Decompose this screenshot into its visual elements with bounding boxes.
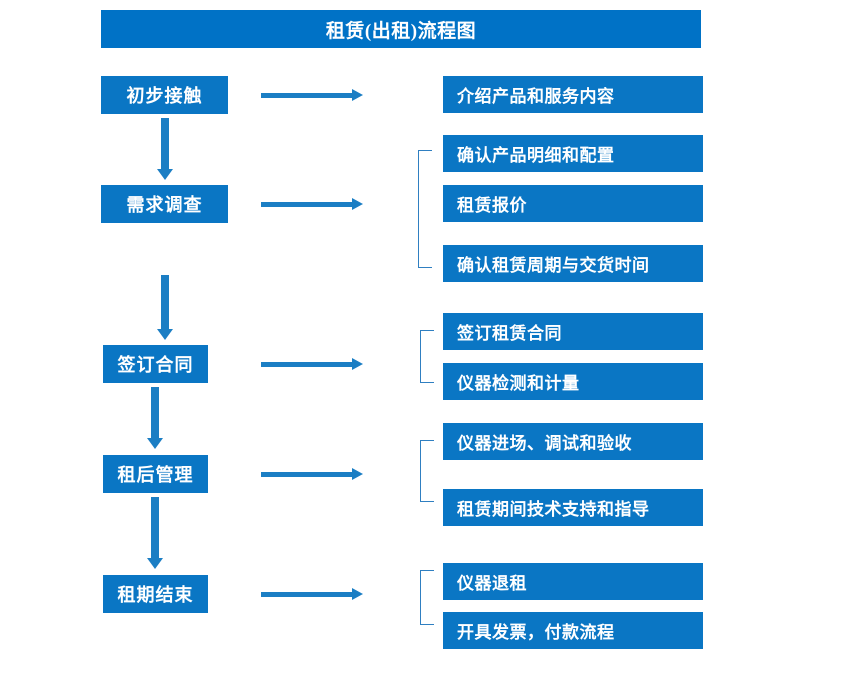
stage-box-post-rental-management[interactable]: 租后管理: [103, 455, 208, 493]
connector-arrow-4: [147, 497, 163, 569]
detail-box-sign-lease-agreement[interactable]: 签订租赁合同: [443, 313, 703, 350]
arrow-head-down-icon: [147, 558, 163, 569]
arrow-shaft: [261, 592, 353, 597]
arrow-head-right-icon: [352, 468, 363, 480]
detail-box-confirm-lease-period[interactable]: 确认租赁周期与交货时间: [443, 245, 703, 282]
group-bracket-post-rental: [420, 440, 434, 502]
detail-box-instrument-return[interactable]: 仪器退租: [443, 563, 703, 600]
detail-box-instrument-inspection[interactable]: 仪器检测和计量: [443, 363, 703, 400]
stage-box-sign-contract[interactable]: 签订合同: [103, 345, 208, 383]
detail-box-invoice-payment[interactable]: 开具发票，付款流程: [443, 612, 703, 649]
stage-box-lease-end[interactable]: 租期结束: [103, 575, 208, 613]
branch-arrow-initial-contact: [261, 89, 363, 101]
group-bracket-sign-contract: [420, 330, 434, 383]
arrow-shaft: [261, 202, 353, 207]
arrow-head-right-icon: [352, 358, 363, 370]
detail-box-rental-quotation[interactable]: 租赁报价: [443, 185, 703, 222]
arrow-shaft: [261, 472, 353, 477]
arrow-head-right-icon: [352, 89, 363, 101]
detail-box-introduce-products[interactable]: 介绍产品和服务内容: [443, 76, 703, 113]
arrow-shaft: [151, 497, 159, 558]
detail-box-confirm-product-details[interactable]: 确认产品明细和配置: [443, 135, 703, 172]
branch-arrow-lease-end: [261, 588, 363, 600]
detail-box-technical-support[interactable]: 租赁期间技术支持和指导: [443, 489, 703, 526]
connector-arrow-3: [147, 387, 163, 449]
stage-box-needs-survey[interactable]: 需求调查: [101, 185, 228, 223]
branch-arrow-post-rental: [261, 468, 363, 480]
arrow-shaft: [261, 93, 353, 98]
arrow-head-down-icon: [157, 169, 173, 180]
group-bracket-lease-end: [420, 570, 434, 625]
arrow-head-right-icon: [352, 588, 363, 600]
arrow-head-down-icon: [147, 438, 163, 449]
arrow-shaft: [261, 362, 353, 367]
arrow-head-right-icon: [352, 198, 363, 210]
stage-box-initial-contact[interactable]: 初步接触: [101, 76, 228, 114]
arrow-shaft: [151, 387, 159, 438]
arrow-head-down-icon: [157, 329, 173, 340]
connector-arrow-1: [157, 118, 173, 180]
group-bracket-needs-survey: [418, 150, 432, 268]
arrow-shaft: [161, 118, 169, 169]
branch-arrow-sign-contract: [261, 358, 363, 370]
detail-box-instrument-delivery-commission[interactable]: 仪器进场、调试和验收: [443, 423, 703, 460]
arrow-shaft: [161, 275, 169, 329]
connector-arrow-2: [157, 275, 173, 340]
branch-arrow-needs-survey: [261, 198, 363, 210]
page-title: 租赁(出租)流程图: [101, 10, 701, 48]
